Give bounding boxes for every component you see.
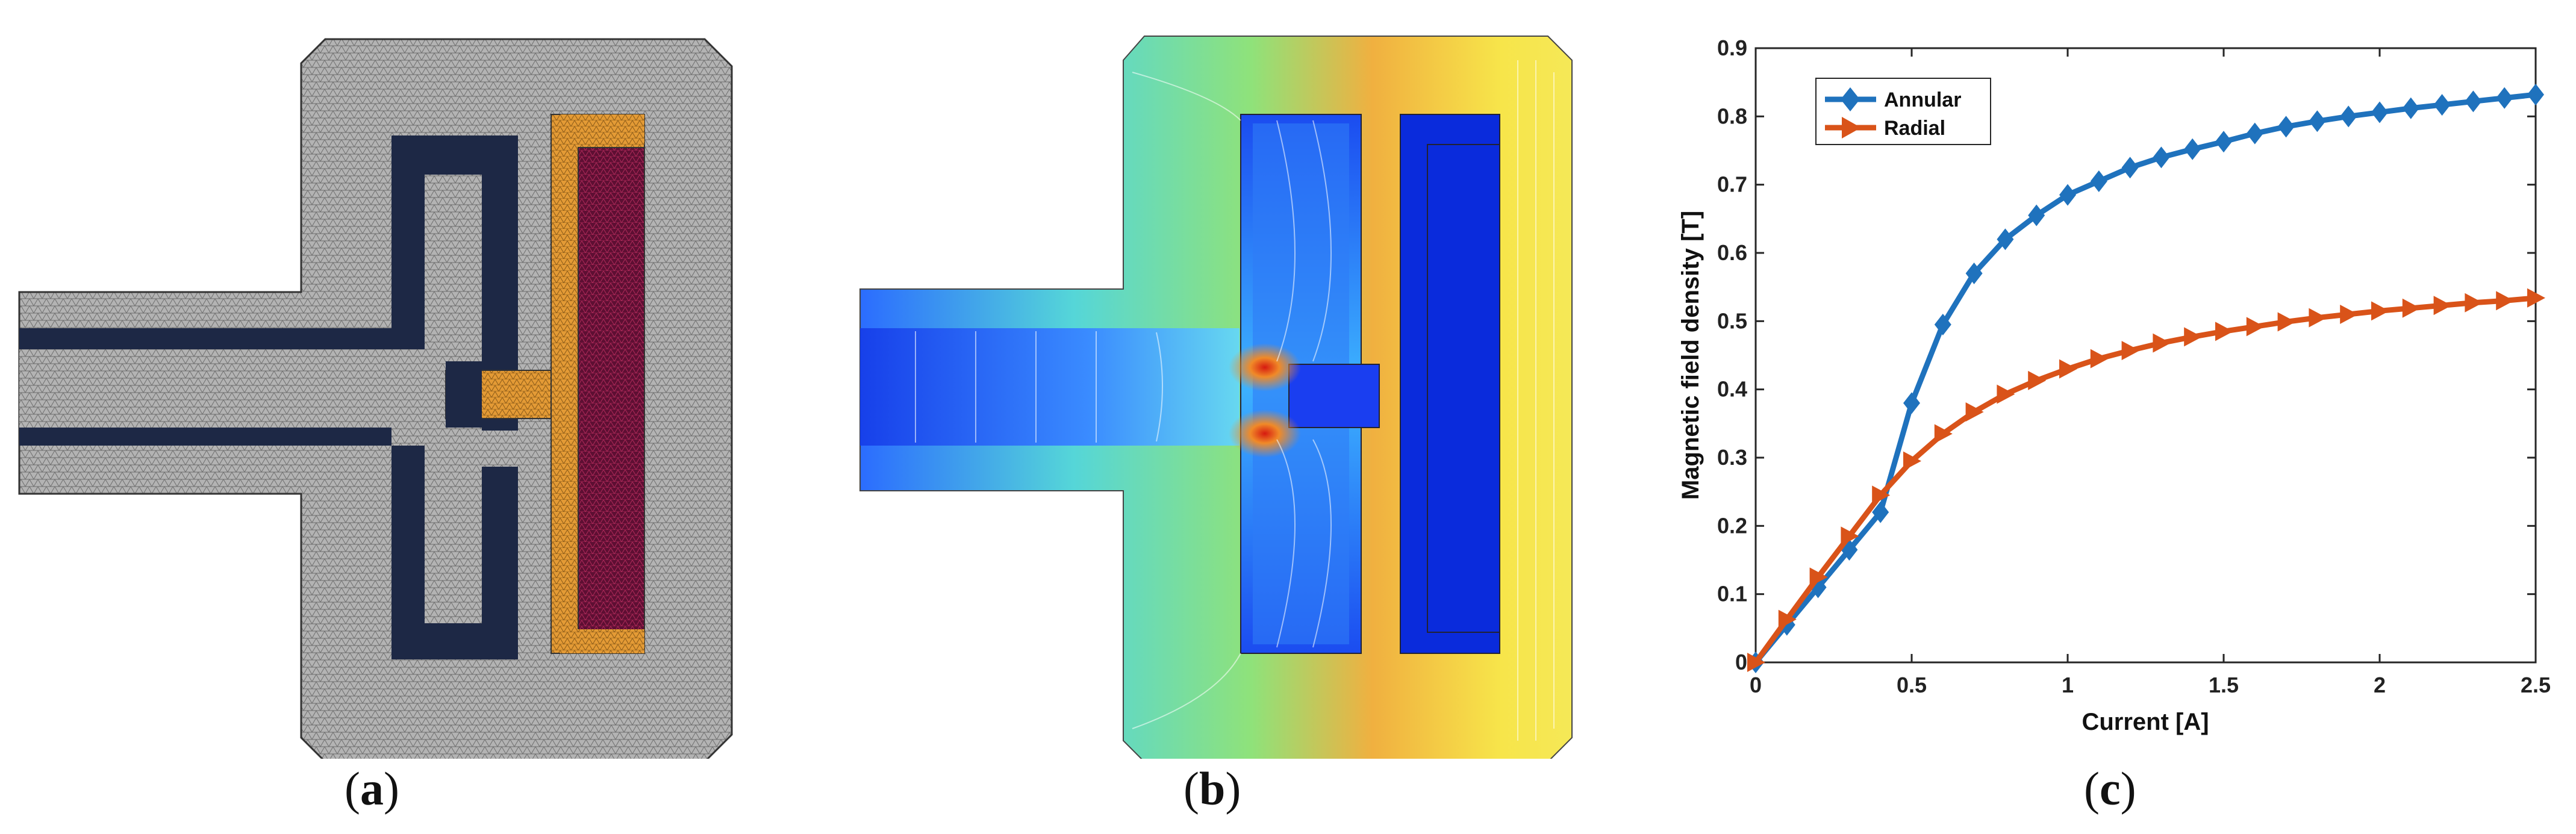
x-tick-label: 0 — [1750, 673, 1762, 697]
data-point-annular — [2465, 90, 2482, 113]
data-point-radial — [2184, 327, 2203, 347]
panel-c-chart: 0 0.1 0.2 0.3 0.4 0.5 0.6 0.7 0.8 0.9 0 0.5 1 1.5 2 2.… — [1662, 0, 2576, 759]
data-point-radial — [2215, 322, 2233, 341]
y-tick-label: 0.2 — [1717, 513, 1747, 538]
data-point-annular — [2433, 94, 2451, 116]
y-axis-label: Magnetic field density [T] — [1677, 211, 1704, 500]
data-point-radial — [2496, 291, 2515, 311]
data-point-radial — [1934, 424, 1953, 444]
data-point-radial — [1997, 384, 2015, 404]
data-point-annular — [1934, 314, 1951, 335]
chart-svg: 0 0.1 0.2 0.3 0.4 0.5 0.6 0.7 0.8 0.9 0 0.5 1 1.5 2 2.… — [1677, 36, 2551, 735]
field-coil — [1400, 114, 1500, 654]
caption-b-open: ( — [1184, 762, 1199, 815]
mesh-navy-shaft — [19, 135, 518, 431]
caption-a: (a) — [345, 762, 399, 816]
data-point-annular — [2246, 122, 2263, 145]
y-tick-label: 0.1 — [1717, 582, 1747, 606]
caption-c-open: ( — [2084, 762, 2100, 815]
y-tick-label: 0.9 — [1717, 36, 1747, 60]
y-tick-label: 0.5 — [1717, 308, 1747, 333]
data-point-annular — [2309, 110, 2326, 132]
data-point-radial — [2465, 293, 2483, 313]
legend-marker-annular — [1841, 87, 1860, 111]
data-point-annular — [2153, 146, 2170, 169]
data-point-radial — [2309, 308, 2327, 328]
data-point-annular — [2527, 84, 2544, 106]
field-map — [859, 36, 1573, 759]
data-point-radial — [2090, 349, 2109, 369]
data-point-annular — [2090, 170, 2107, 192]
y-tick-label: 0.3 — [1717, 445, 1747, 470]
data-point-annular — [1872, 501, 1889, 523]
data-point-annular — [2371, 101, 2388, 123]
data-point-radial — [1809, 567, 1828, 587]
x-tick-label: 0.5 — [1897, 673, 1927, 697]
caption-c: (c) — [2084, 762, 2136, 816]
plot-area — [1754, 47, 2537, 664]
data-point-radial — [1747, 653, 1765, 672]
mesh-coil — [578, 147, 645, 639]
data-point-radial — [2153, 333, 2171, 353]
data-point-radial — [2059, 359, 2077, 379]
x-tick-label: 1.5 — [2209, 673, 2239, 697]
y-tick-label: 0.4 — [1717, 377, 1747, 402]
data-point-annular — [1965, 263, 1983, 284]
data-point-radial — [2527, 288, 2545, 308]
data-point-radial — [2433, 296, 2452, 316]
y-tick-label: 0.8 — [1717, 104, 1747, 128]
y-tick-label: 0 — [1735, 650, 1747, 674]
caption-b-letter: b — [1199, 762, 1226, 815]
data-point-annular — [2496, 87, 2513, 109]
data-point-annular — [2121, 157, 2139, 179]
panel-b-field — [855, 24, 1626, 759]
caption-c-letter: c — [2099, 762, 2121, 815]
data-point-radial — [2402, 298, 2421, 318]
x-tick-label: 2.5 — [2521, 673, 2551, 697]
data-point-annular — [2402, 97, 2419, 119]
data-point-annular — [1903, 392, 1920, 414]
legend-label-radial: Radial — [1884, 117, 1945, 140]
data-point-radial — [2371, 301, 2389, 321]
data-point-annular — [2340, 105, 2357, 128]
data-point-annular — [2028, 204, 2045, 226]
data-point-annular — [2184, 138, 2201, 160]
data-point-radial — [2277, 312, 2296, 332]
x-axis-label: Current [A] — [2082, 709, 2209, 735]
data-point-radial — [2340, 305, 2359, 324]
panel-a-mesh — [0, 24, 753, 759]
data-point-radial — [1778, 609, 1797, 629]
legend: Annular Radial — [1815, 78, 1991, 145]
data-point-radial — [1903, 451, 1921, 471]
caption-c-close: ) — [2120, 762, 2136, 815]
data-point-annular — [1997, 228, 2014, 251]
caption-a-letter: a — [360, 762, 384, 815]
data-point-radial — [1872, 485, 1891, 505]
data-point-radial — [2121, 341, 2140, 361]
data-point-radial — [1965, 402, 1984, 422]
data-point-annular — [2059, 184, 2076, 206]
caption-a-close: ) — [383, 762, 399, 815]
data-point-radial — [2246, 317, 2265, 337]
x-tick-label: 2 — [2374, 673, 2386, 697]
legend-label-annular: Annular — [1884, 89, 1961, 111]
data-point-annular — [2215, 131, 2232, 153]
caption-b-close: ) — [1225, 762, 1241, 815]
data-point-annular — [1841, 539, 1858, 561]
data-point-annular — [2277, 116, 2295, 138]
y-tick-label: 0.7 — [1717, 172, 1747, 197]
x-tick-label: 1 — [2062, 673, 2074, 697]
data-point-radial — [2028, 370, 2047, 390]
legend-marker-radial — [1842, 117, 1861, 138]
y-tick-label: 0.6 — [1717, 240, 1747, 265]
caption-b: (b) — [1184, 762, 1241, 816]
caption-a-open: ( — [345, 762, 360, 815]
data-point-radial — [1841, 526, 1859, 546]
mesh-geometry — [18, 38, 733, 759]
